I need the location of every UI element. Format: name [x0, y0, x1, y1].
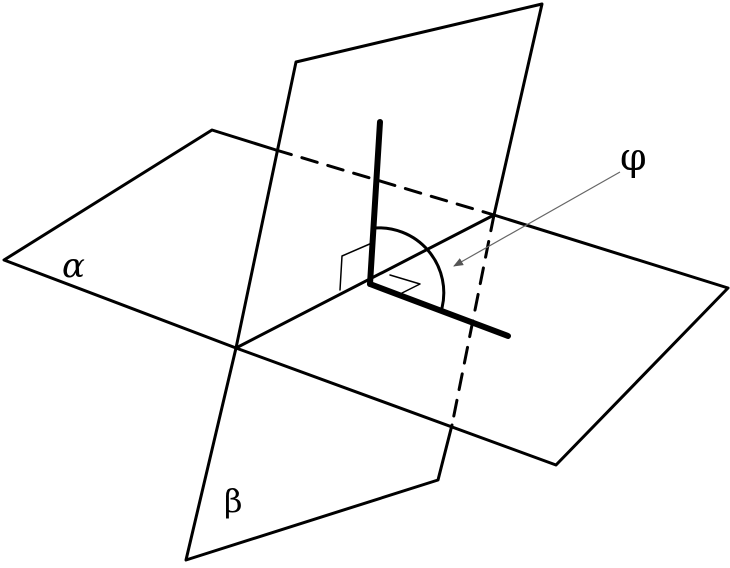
intersection-line — [234, 213, 496, 350]
perpendicular-in-alpha — [367, 281, 511, 339]
angle-arc — [372, 226, 446, 310]
plane-alpha-edge — [2, 128, 730, 467]
perpendicular-in-beta — [367, 119, 383, 287]
label-alpha: α — [62, 246, 85, 286]
right-angle-marker-beta — [339, 242, 373, 291]
phi-pointer-line — [453, 171, 621, 267]
right-angle-marker-alpha — [389, 274, 421, 294]
label-beta: β — [224, 482, 243, 520]
plane-alpha-hidden-edge — [274, 148, 496, 217]
label-phi: φ — [620, 135, 647, 179]
